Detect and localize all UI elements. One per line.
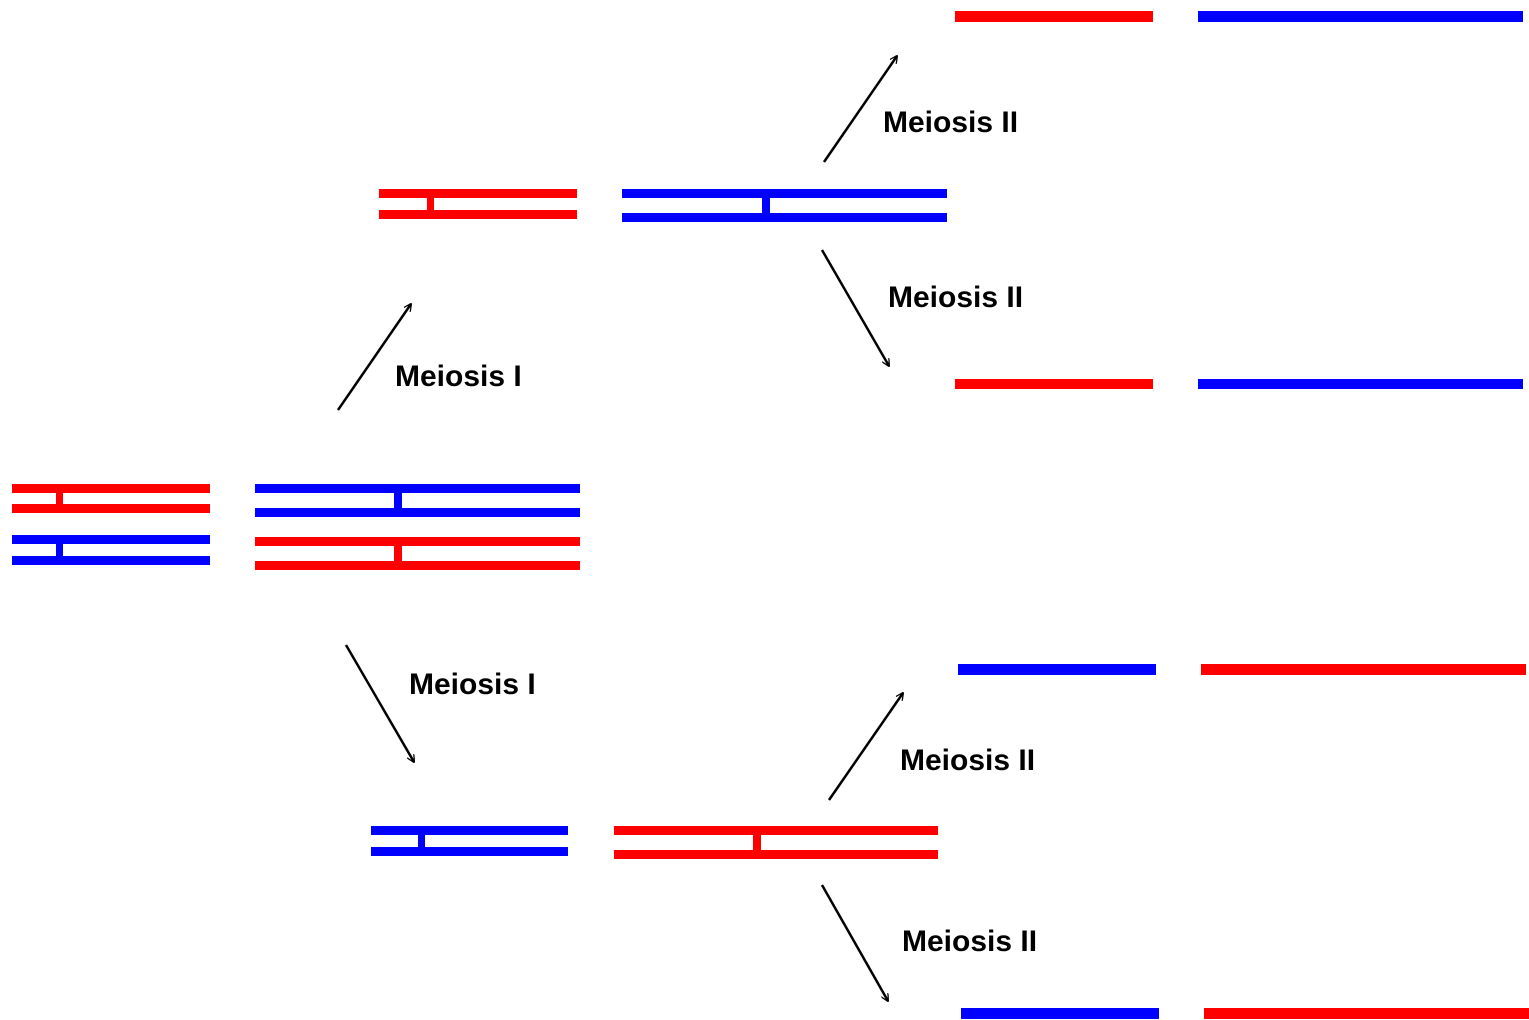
meiosis-2-top-down-label: Meiosis II	[888, 281, 1023, 314]
lower-daughter-cell	[371, 826, 938, 859]
large-blue-chromosome	[255, 484, 580, 517]
upper-daughter-cell	[379, 189, 947, 222]
gamete-2	[955, 379, 1523, 389]
upper-red-chromosome	[379, 189, 577, 219]
gamete-1-red-chromatid	[955, 11, 1153, 22]
gamete-2-red-chromatid	[955, 379, 1153, 389]
meiosis-2-bottom-down-label: Meiosis II	[902, 925, 1037, 958]
meiosis-2-top-up-label: Meiosis II	[883, 106, 1018, 139]
gamete-4-red-chromatid	[1204, 1008, 1529, 1019]
meiosis-1-upper-label: Meiosis I	[395, 360, 522, 393]
gamete-4	[961, 1008, 1529, 1019]
meiosis-1-lower-arrow	[344, 644, 414, 762]
small-blue-chromosome	[12, 535, 210, 565]
gamete-2-blue-chromatid	[1198, 379, 1523, 389]
lower-blue-chromosome	[371, 826, 568, 856]
meiosis-1-upper-arrow	[336, 304, 411, 411]
meiosis-2-bottom-up-arrow	[827, 693, 903, 801]
meiosis-2-bottom-up-label: Meiosis II	[900, 744, 1035, 777]
gamete-1-blue-chromatid	[1198, 11, 1523, 22]
meiosis-2-bottom-down-arrow	[820, 884, 888, 1001]
large-red-chromosome	[255, 537, 580, 570]
meiosis-2-top-down-arrow	[820, 249, 889, 366]
gamete-1	[955, 11, 1523, 22]
meiosis-1-lower-label: Meiosis I	[409, 668, 536, 701]
gamete-4-blue-chromatid	[961, 1008, 1159, 1019]
gamete-3-red-chromatid	[1201, 664, 1526, 675]
upper-blue-chromosome	[622, 189, 947, 222]
gamete-3	[958, 664, 1526, 675]
parent-cell	[12, 484, 580, 570]
small-red-chromosome	[12, 484, 210, 513]
meiosis-2-top-up-arrow	[822, 56, 897, 163]
gamete-3-blue-chromatid	[958, 664, 1156, 675]
lower-red-chromosome	[614, 826, 938, 859]
